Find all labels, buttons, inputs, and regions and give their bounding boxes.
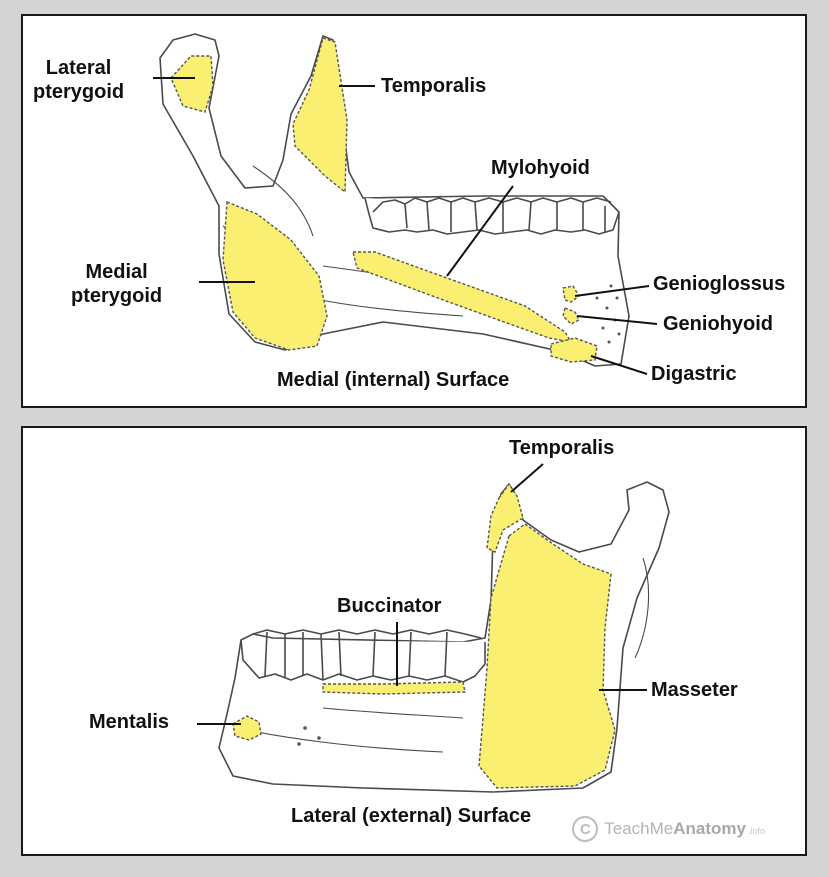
leader-digastric [590, 355, 648, 375]
muscle-digastric [550, 337, 598, 363]
label-mentalis: Mentalis [89, 711, 170, 733]
leader-mylohyoid [446, 185, 514, 277]
label-mylohyoid: Mylohyoid [491, 157, 590, 179]
label-masseter: Masseter [651, 679, 738, 701]
label-temporalis-medial: Temporalis [381, 75, 487, 97]
leader-temporalis-lateral [510, 463, 544, 493]
medial-symphysis-dots [595, 284, 621, 344]
medial-mandible-illustration [153, 33, 658, 375]
muscle-temporalis-medial [292, 37, 348, 194]
label-medial-pterygoid: Medial pterygoid [71, 261, 163, 307]
label-lateral-pterygoid: Lateral pterygoid [33, 57, 125, 103]
lateral-teeth-separators [264, 631, 448, 681]
muscle-lateral-pterygoid [170, 55, 214, 113]
muscle-mentalis [232, 715, 262, 741]
medial-teeth-separators [404, 201, 606, 232]
watermark-brand: TeachMeAnatomy.info [604, 819, 765, 838]
label-genioglossus: Genioglossus [653, 273, 786, 295]
label-buccinator: Buccinator [337, 595, 442, 617]
leader-genioglossus [574, 285, 650, 297]
leader-geniohyoid [576, 315, 658, 325]
watermark: C TeachMeAnatomy.info [572, 816, 765, 842]
lateral-surface-panel: Temporalis Buccinator Masseter Mentalis … [21, 426, 807, 856]
lateral-foramen-dots [297, 726, 321, 746]
muscle-temporalis-lateral [486, 482, 524, 553]
medial-surface-panel: Lateral pterygoid Temporalis Mylohyoid M… [21, 14, 807, 408]
caption-medial-surface: Medial (internal) Surface [277, 369, 510, 391]
label-digastric: Digastric [651, 363, 737, 385]
lateral-teeth [240, 629, 486, 683]
label-geniohyoid: Geniohyoid [663, 313, 773, 335]
muscle-genioglossus [562, 285, 580, 303]
muscle-medial-pterygoid [222, 200, 328, 351]
muscle-geniohyoid [562, 307, 580, 325]
lateral-mandible-illustration [197, 463, 670, 793]
caption-lateral-surface: Lateral (external) Surface [291, 805, 532, 827]
muscle-buccinator [322, 681, 466, 695]
copyright-icon: C [572, 816, 599, 842]
label-temporalis-lateral: Temporalis [509, 437, 615, 459]
muscle-masseter [478, 523, 616, 789]
